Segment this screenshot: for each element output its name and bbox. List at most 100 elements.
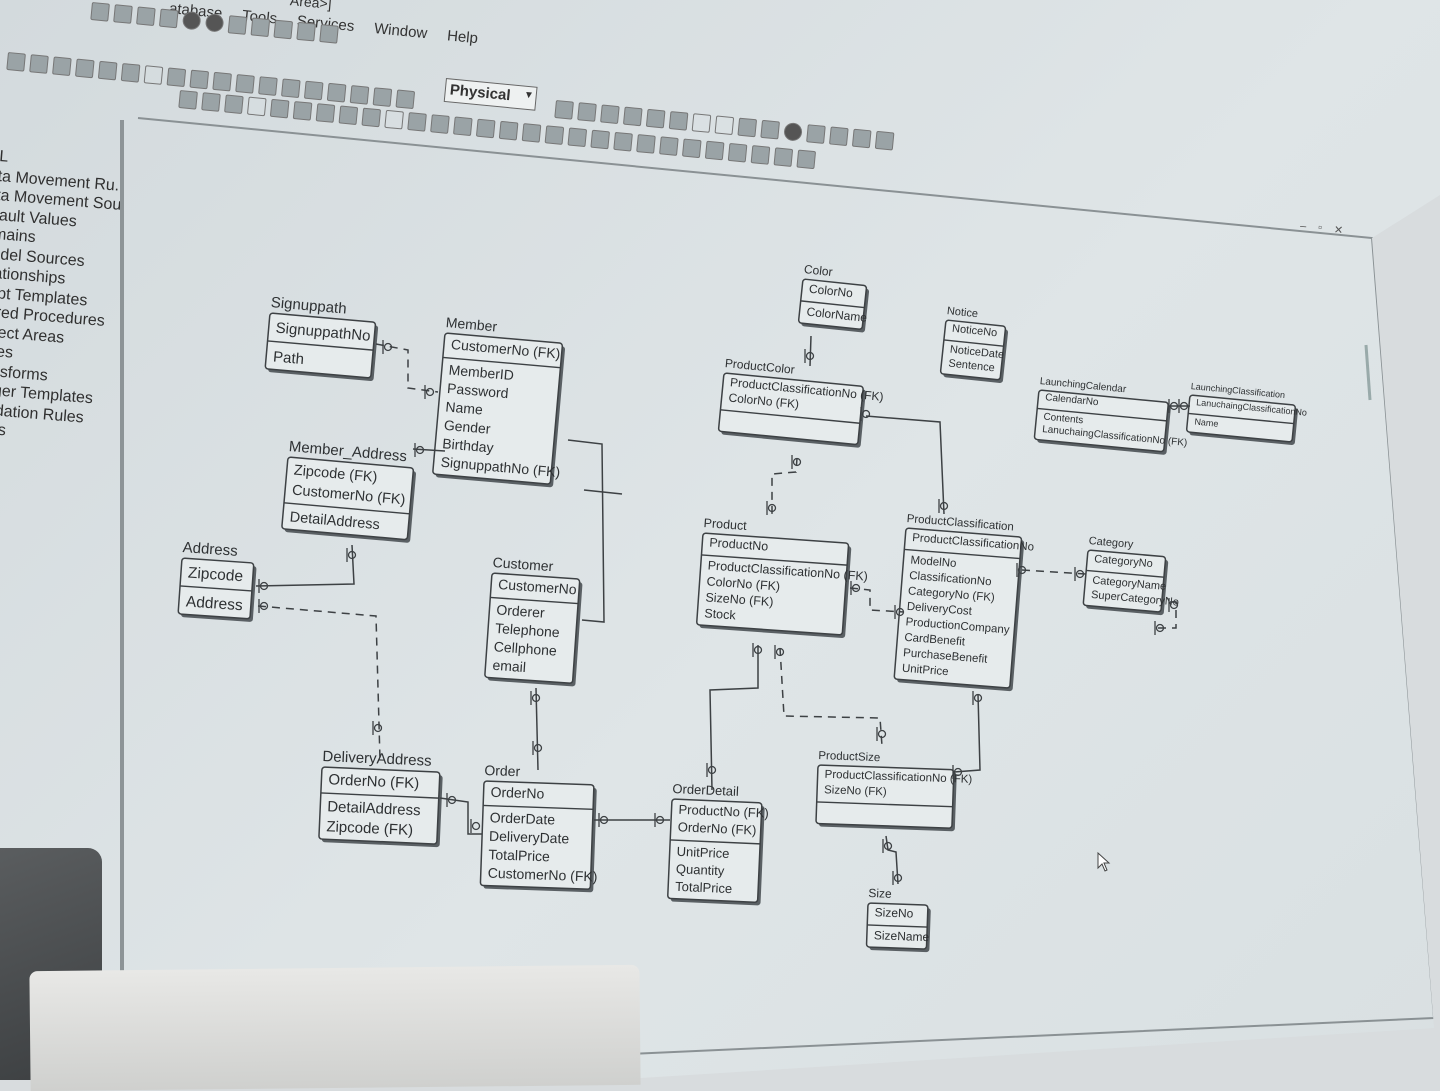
entity-member-address-divider [283, 502, 410, 515]
panel-splitter[interactable] [120, 120, 142, 1080]
entity-member-address-key: Zipcode (FK) [293, 463, 378, 486]
relationship-line[interactable] [412, 448, 446, 452]
entity-productclassification-divider [904, 548, 1021, 560]
relationship-line[interactable] [1021, 569, 1087, 575]
entity-launchingclassification-divider [1188, 412, 1294, 425]
entity-signuppath-divider [267, 340, 374, 351]
entity-color-title: Color [803, 262, 833, 279]
entity-productsize-box [815, 764, 955, 829]
relationship-line[interactable] [809, 335, 812, 367]
cardinality-marker [531, 693, 541, 703]
entity-category-divider [1086, 569, 1164, 578]
cardinality-marker [1179, 401, 1189, 411]
entity-product-box [696, 532, 850, 636]
entity-notice-attribute: Sentence [948, 358, 995, 375]
entity-deliveryaddress-box [318, 766, 441, 845]
relationship-line[interactable] [709, 645, 759, 791]
cardinality-marker [415, 445, 425, 455]
entity-member-attribute: Gender [443, 417, 491, 437]
entity-customer-divider [490, 596, 579, 605]
entity-launchingcalendar-divider [1037, 407, 1167, 422]
entity-order-attribute: TotalPrice [488, 846, 550, 864]
relationship-line[interactable] [255, 544, 355, 587]
entity-notice-divider [943, 339, 1004, 347]
cardinality-marker [655, 815, 665, 825]
entity-launchingclassification[interactable]: LaunchingClassificationLanuchaingClassif… [1185, 381, 1309, 446]
entity-productclassification[interactable]: ProductClassificationProductClassificati… [893, 513, 1036, 692]
cardinality-marker [939, 501, 949, 511]
entity-productcolor-divider [720, 409, 860, 424]
entity-size-divider [867, 924, 928, 928]
entity-customer[interactable]: CustomerCustomerNoOrdererTelephoneCellph… [484, 554, 585, 687]
entity-size-attribute: SizeName [874, 928, 930, 944]
cardinality-marker [895, 607, 905, 617]
relationship-line[interactable] [567, 439, 605, 623]
entity-orderdetail-attribute: TotalPrice [675, 879, 733, 896]
entity-member-address-attribute: DetailAddress [289, 509, 380, 533]
relationship-line[interactable] [885, 835, 899, 885]
entity-size-key: SizeNo [874, 905, 913, 920]
cardinality-marker [599, 815, 609, 825]
entity-color-key: ColorNo [808, 282, 854, 301]
entity-deliveryaddress-key: OrderNo (FK) [328, 771, 420, 792]
entity-member-attribute: Password [447, 380, 510, 401]
cardinality-marker [953, 767, 963, 777]
cardinality-marker [373, 723, 383, 733]
entity-launchingcalendar[interactable]: LaunchingCalendarCalendarNoContentsLanuc… [1033, 376, 1192, 457]
cardinality-marker [447, 795, 457, 805]
entity-customer-box [484, 572, 581, 684]
entity-member-box [432, 332, 564, 485]
entity-deliveryaddress-attribute: DetailAddress [327, 798, 421, 819]
entity-order-attribute: OrderDate [489, 809, 555, 827]
cardinality-marker [471, 821, 481, 831]
relationship-line[interactable] [865, 415, 945, 515]
entity-customer-attribute: email [492, 657, 527, 675]
entity-order[interactable]: OrderOrderNoOrderDateDeliveryDateTotalPr… [479, 762, 601, 893]
relationship-line[interactable] [257, 605, 381, 761]
entity-category[interactable]: CategoryCategoryNoCategoryNameSuperCateg… [1082, 535, 1184, 617]
cardinality-marker [1075, 569, 1085, 579]
entity-orderdetail-title: OrderDetail [672, 781, 739, 799]
vertical-scrollbar[interactable] [1364, 344, 1372, 401]
cardinality-marker [1169, 401, 1179, 411]
entity-product[interactable]: ProductProductNoProductClassificationNo … [696, 516, 871, 639]
relationship-line[interactable] [849, 587, 905, 613]
cardinality-marker [383, 342, 393, 352]
entity-address-attribute: Address [185, 593, 243, 614]
entity-address-title: Address [182, 539, 238, 560]
entity-order-attribute: DeliveryDate [489, 828, 570, 847]
entity-productclassification-attribute: ModelNo [910, 554, 957, 570]
relationship-line[interactable] [779, 647, 883, 747]
entity-deliveryaddress-title: DeliveryAddress [322, 748, 432, 770]
entity-customer-attribute: Cellphone [493, 638, 557, 658]
entity-customer-key: CustomerNo [498, 576, 578, 597]
entity-orderdetail-attribute: Quantity [676, 861, 726, 878]
entity-customer-title: Customer [492, 554, 554, 574]
entity-product-attribute: ColorNo (FK) [706, 574, 780, 593]
entity-launchingcalendar-box [1033, 389, 1169, 453]
entity-order-divider [483, 804, 594, 811]
entity-member-attribute: MemberID [448, 362, 515, 384]
entity-category-key: CategoryNo [1094, 553, 1154, 570]
relationship-line[interactable] [953, 693, 981, 773]
entity-productsize-key: SizeNo (FK) [824, 784, 887, 798]
relationship-line[interactable] [439, 797, 482, 835]
entity-product-title: Product [703, 516, 747, 533]
entity-productsize-title: ProductSize [818, 750, 880, 764]
relationship-line[interactable] [583, 489, 623, 495]
entity-member-title: Member [445, 314, 498, 334]
entity-product-attribute: SizeNo (FK) [705, 590, 774, 609]
cardinality-marker [861, 409, 871, 419]
relationship-line[interactable] [375, 343, 439, 393]
